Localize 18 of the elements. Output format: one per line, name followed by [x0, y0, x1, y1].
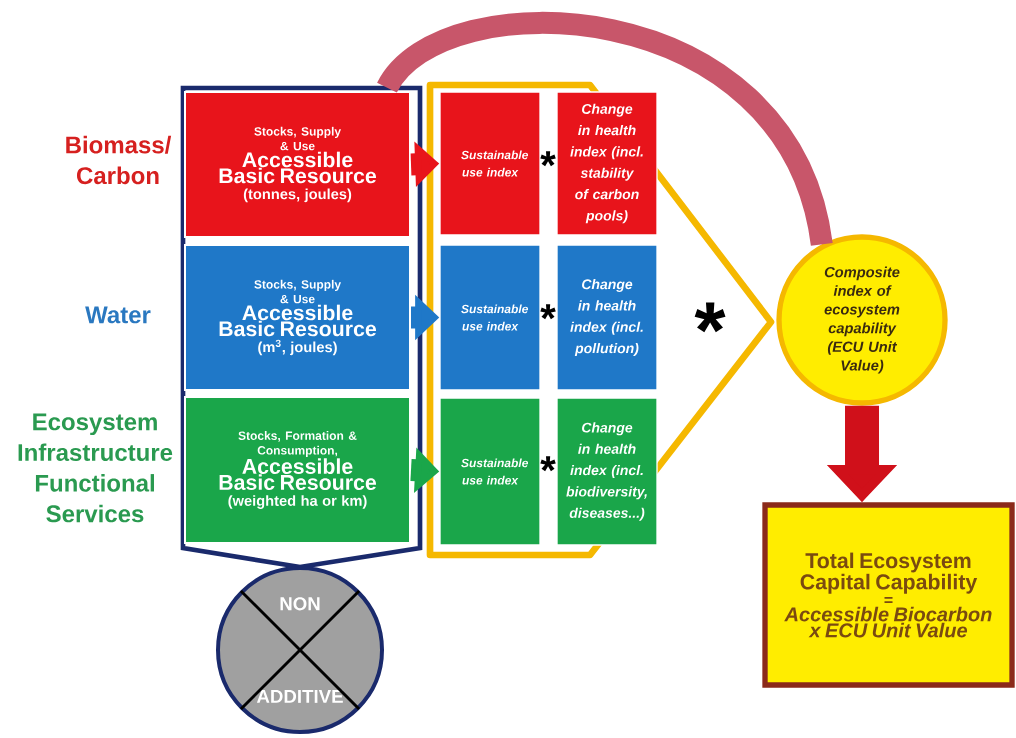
- result-box: Total Ecosystem Capital Capability = Accessible Biocarbon x ECU Unit Value: [762, 502, 1015, 688]
- multiply-sign: *: [540, 304, 556, 320]
- multiply-sign: *: [540, 456, 556, 472]
- index-box: Sustainable use index: [439, 91, 541, 236]
- resource-box: Stocks, Supply & Use Accessible Basic Resource (m$^{3}$, joules): [184, 244, 411, 391]
- index-box: Sustainable use index: [439, 397, 541, 546]
- row-label: Biomass/ Carbon: [66, 135, 172, 185]
- resource-box: Stocks, Supply & Use Accessible Basic Resource (tonnes, joules): [184, 91, 411, 238]
- index-box: Change in health index (incl. pollution): [556, 244, 658, 391]
- multiply-sign: *: [694, 302, 726, 333]
- container-outline: [180, 85, 423, 570]
- row-label: Water: [85, 306, 151, 324]
- row-label: Ecosystem Infrastructure Functional Services: [18, 413, 173, 523]
- index-box: Change in health index (incl. stability of carbon pools): [556, 91, 658, 236]
- index-box: Change in health index (incl. biodiversity, diseases...): [556, 397, 658, 546]
- resource-box: Stocks, Formation & Consumption, Accessible Basic Resource (weighted ha or km): [184, 396, 411, 544]
- index-box: Sustainable use index: [439, 244, 541, 391]
- multiply-sign: *: [540, 151, 556, 167]
